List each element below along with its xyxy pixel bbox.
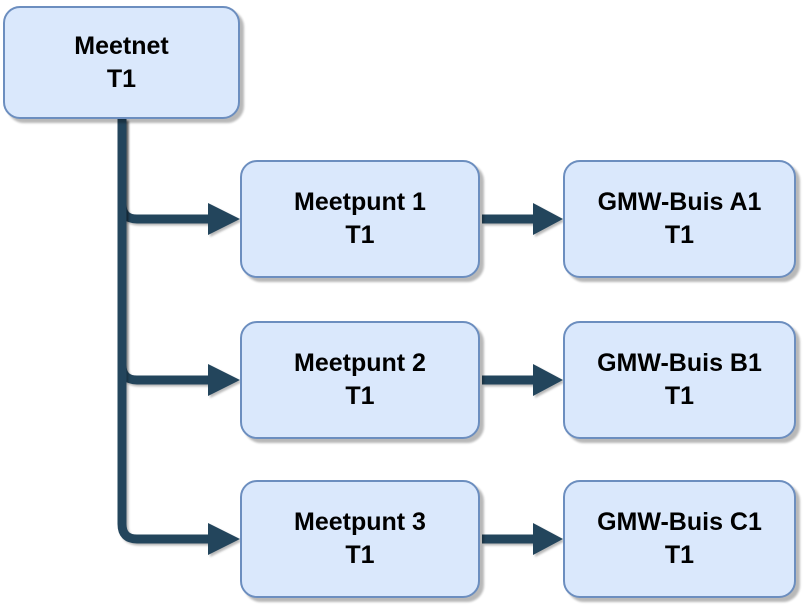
arrowhead-gmwA1-icon — [533, 203, 563, 235]
node-gmw-buis-b1: GMW-Buis B1 T1 — [563, 321, 796, 439]
node-meetpunt-2: Meetpunt 2 T1 — [240, 321, 480, 439]
node-subtitle: T1 — [664, 221, 695, 249]
node-gmw-buis-a1: GMW-Buis A1 T1 — [563, 160, 796, 278]
node-title: Meetpunt 2 — [294, 349, 426, 377]
edge-meetnet-meetpunt2 — [117, 119, 208, 385]
node-title: GMW-Buis A1 — [597, 188, 762, 216]
arrowhead-meetpunt1-icon — [208, 203, 240, 235]
node-title: GMW-Buis B1 — [597, 349, 762, 377]
node-title: GMW-Buis C1 — [597, 508, 762, 536]
node-title: Meetpunt 1 — [294, 188, 426, 216]
arrowhead-meetpunt2-icon — [208, 364, 240, 396]
node-title: Meetpunt 3 — [294, 508, 426, 536]
arrowhead-gmwC1-icon — [533, 523, 563, 555]
edge-meetnet-meetpunt3 — [117, 119, 208, 544]
node-meetpunt-1: Meetpunt 1 T1 — [240, 160, 480, 278]
node-title: Meetnet — [74, 31, 169, 60]
node-gmw-buis-c1: GMW-Buis C1 T1 — [563, 480, 796, 598]
node-meetnet: Meetnet T1 — [3, 6, 240, 119]
node-subtitle: T1 — [345, 382, 375, 410]
arrowhead-meetpunt3-icon — [208, 523, 240, 555]
node-subtitle: T1 — [664, 382, 695, 410]
node-subtitle: T1 — [345, 221, 375, 249]
edge-meetnet-meetpunt1 — [117, 119, 208, 224]
node-subtitle: T1 — [345, 541, 375, 569]
node-meetpunt-3: Meetpunt 3 T1 — [240, 480, 480, 598]
arrowhead-gmwB1-icon — [533, 364, 563, 396]
node-subtitle: T1 — [664, 541, 695, 569]
node-subtitle: T1 — [106, 64, 137, 93]
